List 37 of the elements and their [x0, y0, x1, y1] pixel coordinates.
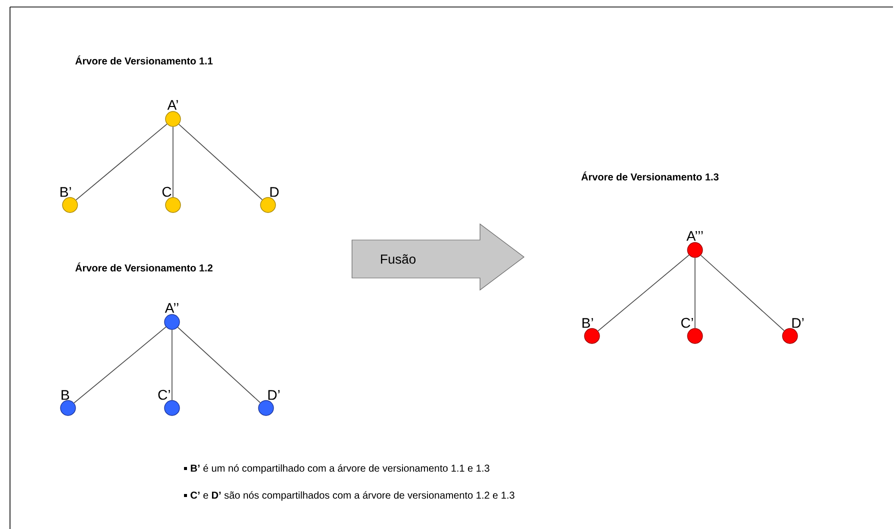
tree-line	[694, 257, 696, 329]
node-circle	[164, 314, 180, 330]
node-circle	[584, 328, 600, 344]
node-circle	[258, 400, 274, 416]
node-circle	[165, 197, 181, 213]
node-circle	[165, 111, 181, 127]
tree-title: Árvore de Versionamento 1.3	[581, 172, 719, 180]
tree-line	[700, 254, 785, 332]
tree-line	[178, 124, 263, 200]
node-letter: C’	[158, 390, 170, 400]
node-circle	[60, 400, 76, 416]
tree-title: Árvore de Versionamento 1.1	[75, 56, 213, 64]
tree-line	[74, 326, 166, 404]
node-letter: D’	[268, 390, 280, 400]
node-letter: A’’’	[686, 231, 703, 241]
node-letter: D	[270, 187, 279, 197]
tree-title: Árvore de Versionamento 1.2	[75, 262, 212, 272]
node-circle	[687, 328, 703, 344]
tree-line	[177, 326, 261, 404]
node-circle	[62, 197, 78, 213]
node-circle	[782, 328, 798, 344]
node-letter: C’	[681, 318, 693, 328]
note-text: B’ é um nó compartilhado com a árvore de versionamento 1.1 e 1.3	[190, 464, 490, 474]
node-circle	[260, 197, 276, 213]
node-letter: B	[62, 390, 70, 400]
node-letter: D’	[792, 318, 804, 328]
node-letter: A’	[167, 100, 178, 110]
tree-line	[598, 254, 690, 332]
node-circle	[687, 242, 703, 258]
node-letter: A’’	[164, 303, 178, 313]
node-circle	[164, 400, 180, 416]
tree-line	[76, 124, 168, 200]
node-letter: B’	[582, 318, 593, 328]
node-letter: C	[162, 186, 172, 197]
note-text: C’ e D’ são nós compartilhados com a árvore de versionamento 1.2 e 1.3	[190, 491, 514, 501]
tree-line	[172, 126, 174, 198]
node-letter: B’	[60, 187, 71, 197]
